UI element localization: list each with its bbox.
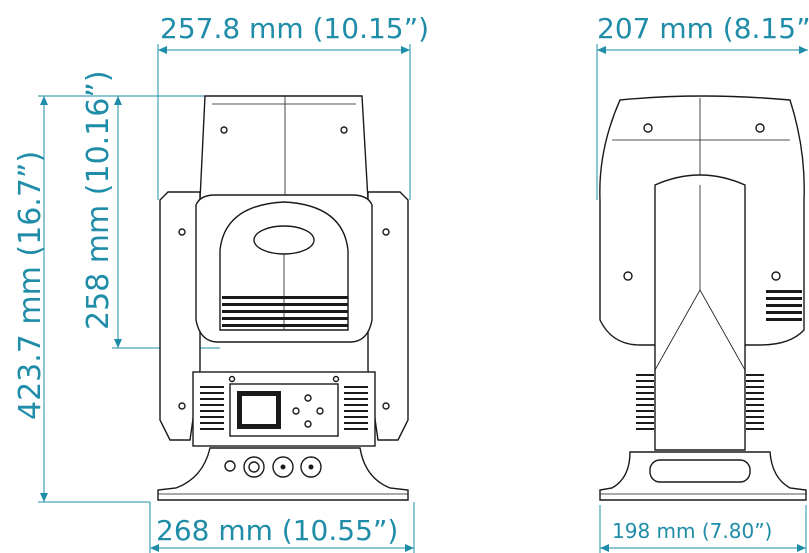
head-height-label: 258 mm (10.16”)	[81, 70, 116, 330]
side-yoke-arm	[654, 174, 746, 451]
base-width-front-label: 268 mm (10.55”)	[156, 514, 398, 547]
power-switch	[224, 460, 236, 472]
side-width-label: 207 mm (8.15”)	[597, 12, 809, 45]
side-foot-plate	[599, 451, 807, 501]
base-left-vents	[200, 386, 224, 430]
total-height-label: 423.7 mm (16.7”)	[13, 151, 48, 420]
handle-oval	[253, 225, 315, 255]
button-right	[316, 407, 324, 415]
head-top	[199, 95, 369, 201]
side-handle-slot	[649, 459, 751, 483]
base-width-side-label: 198 mm (7.80”)	[612, 519, 772, 543]
head-vent-grille	[222, 296, 348, 327]
button-up	[304, 394, 312, 402]
button-down	[304, 420, 312, 428]
front-view-fixture	[157, 95, 409, 501]
base-right-vents	[344, 386, 368, 430]
power-in-connector	[243, 456, 265, 478]
dimension-lines	[38, 44, 808, 553]
side-vent-grille	[766, 290, 802, 321]
front-width-label: 257.8 mm (10.15”)	[160, 12, 429, 45]
side-base-vents	[636, 374, 764, 430]
button-left	[292, 407, 300, 415]
side-view-fixture	[599, 95, 807, 501]
